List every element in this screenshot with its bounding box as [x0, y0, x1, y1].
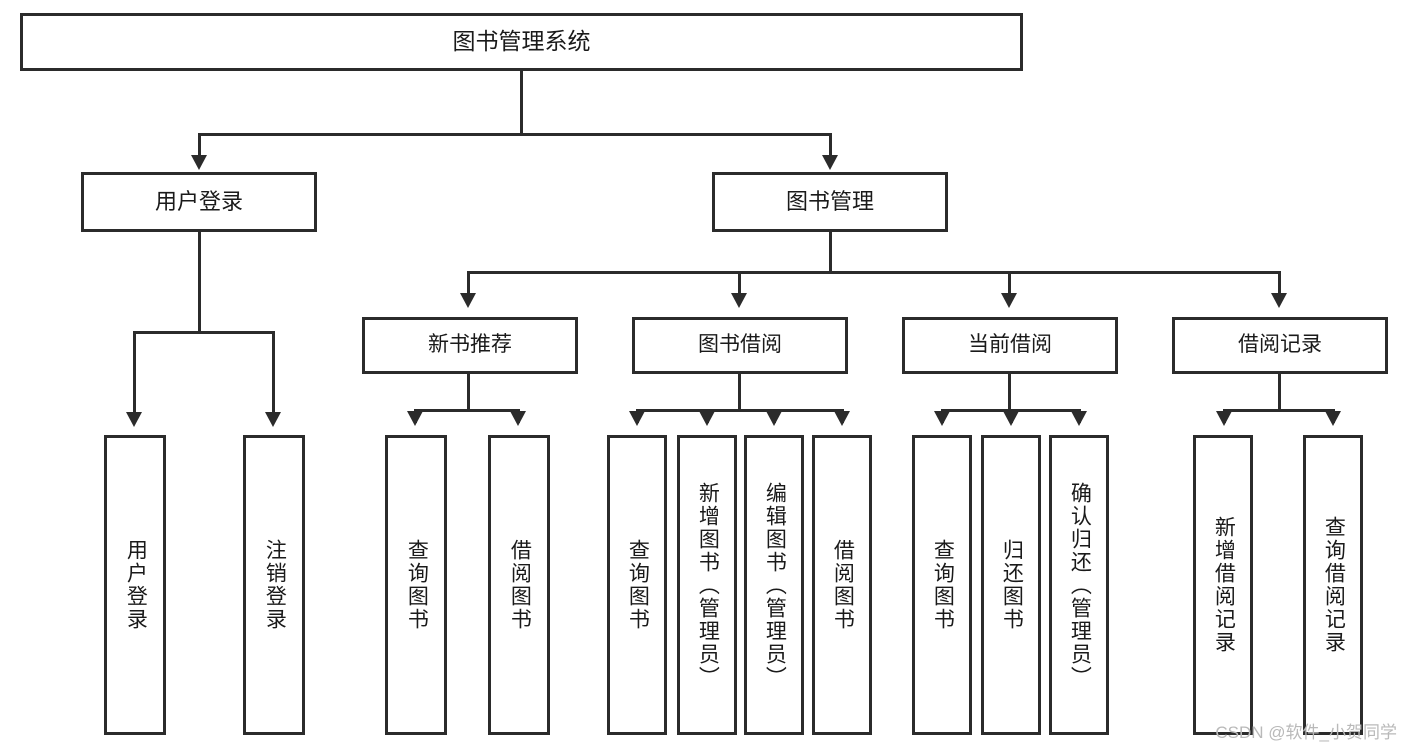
leaf-logout-label: 注销登录 — [263, 539, 287, 631]
node-root-system[interactable]: 图书管理系统 — [20, 13, 1023, 71]
edge-new-book-bus — [414, 409, 520, 412]
node-borrow-record-label: 借阅记录 — [1238, 333, 1322, 357]
edge-book-manage-leg-1 — [467, 271, 470, 296]
node-book-borrow-label: 图书借阅 — [698, 333, 782, 357]
edge-book-manage-bus — [467, 271, 1279, 274]
node-current-borrow-label: 当前借阅 — [968, 333, 1052, 357]
edge-book-manage-trunk — [829, 232, 832, 273]
edge-book-manage-leg-3 — [1008, 271, 1011, 296]
leaf-new-book-borrow[interactable]: 借阅图书 — [488, 435, 550, 735]
arrowhead-book-borrow-leaf-1 — [629, 411, 645, 426]
leaf-current-query-book[interactable]: 查询图书 — [912, 435, 972, 735]
arrowhead-book-borrow-leaf-3 — [766, 411, 782, 426]
leaf-edit-book-admin[interactable]: 编辑图书（管理员） — [744, 435, 804, 735]
leaf-logout[interactable]: 注销登录 — [243, 435, 305, 735]
leaf-borrow-query-book[interactable]: 查询图书 — [607, 435, 667, 735]
arrowhead-current-borrow-leaf-3 — [1071, 411, 1087, 426]
arrowhead-book-borrow — [731, 293, 747, 308]
edge-root-bus — [198, 133, 832, 136]
arrowhead-leaf-logout — [265, 412, 281, 427]
arrowhead-book-borrow-leaf-2 — [699, 411, 715, 426]
edge-borrow-record-trunk — [1278, 374, 1281, 411]
edge-user-login-bus — [133, 331, 275, 334]
arrowhead-current-borrow-leaf-2 — [1003, 411, 1019, 426]
node-new-book-recommend-label: 新书推荐 — [428, 333, 512, 357]
edge-root-to-book-manage — [829, 133, 832, 158]
node-book-manage-label: 图书管理 — [785, 189, 874, 215]
arrowhead-current-borrow — [1001, 293, 1017, 308]
leaf-borrow-book[interactable]: 借阅图书 — [812, 435, 872, 735]
edge-current-borrow-trunk — [1008, 374, 1011, 411]
leaf-add-book-admin-label: 新增图书（管理员） — [696, 481, 720, 689]
leaf-borrow-query-book-label: 查询图书 — [626, 539, 650, 631]
edge-root-trunk — [520, 71, 523, 135]
arrowhead-new-book-leaf-1 — [407, 411, 423, 426]
leaf-return-book-label: 归还图书 — [1000, 539, 1024, 631]
arrowhead-current-borrow-leaf-1 — [934, 411, 950, 426]
arrowhead-book-manage — [822, 155, 838, 170]
watermark: CSDN @软件_小贺同学 — [1215, 723, 1397, 742]
node-book-manage[interactable]: 图书管理 — [712, 172, 948, 232]
leaf-query-borrow-record-label: 查询借阅记录 — [1322, 516, 1346, 654]
node-user-login[interactable]: 用户登录 — [81, 172, 317, 232]
edge-book-manage-leg-2 — [738, 271, 741, 296]
node-user-login-label: 用户登录 — [154, 189, 243, 215]
leaf-query-borrow-record[interactable]: 查询借阅记录 — [1303, 435, 1363, 735]
leaf-user-login[interactable]: 用户登录 — [104, 435, 166, 735]
leaf-return-book[interactable]: 归还图书 — [981, 435, 1041, 735]
arrowhead-borrow-record — [1271, 293, 1287, 308]
arrowhead-borrow-record-leaf-1 — [1216, 411, 1232, 426]
node-current-borrow[interactable]: 当前借阅 — [902, 317, 1118, 374]
edge-root-to-user-login — [198, 133, 201, 158]
leaf-new-book-query[interactable]: 查询图书 — [385, 435, 447, 735]
leaf-user-login-label: 用户登录 — [124, 539, 148, 631]
node-new-book-recommend[interactable]: 新书推荐 — [362, 317, 578, 374]
arrowhead-borrow-record-leaf-2 — [1325, 411, 1341, 426]
edge-book-manage-leg-4 — [1278, 271, 1281, 296]
leaf-add-book-admin[interactable]: 新增图书（管理员） — [677, 435, 737, 735]
leaf-add-borrow-record-label: 新增借阅记录 — [1212, 516, 1236, 654]
leaf-confirm-return-admin[interactable]: 确认归还（管理员） — [1049, 435, 1109, 735]
edge-new-book-trunk — [467, 374, 470, 411]
arrowhead-new-book-recommend — [460, 293, 476, 308]
node-root-label: 图书管理系统 — [452, 28, 591, 55]
arrowhead-new-book-leaf-2 — [510, 411, 526, 426]
node-book-borrow[interactable]: 图书借阅 — [632, 317, 848, 374]
edge-user-login-leg-1 — [133, 331, 136, 415]
leaf-add-borrow-record[interactable]: 新增借阅记录 — [1193, 435, 1253, 735]
edge-user-login-trunk — [198, 232, 201, 333]
leaf-edit-book-admin-label: 编辑图书（管理员） — [763, 481, 787, 689]
arrowhead-user-login — [191, 155, 207, 170]
arrowhead-leaf-user-login — [126, 412, 142, 427]
leaf-current-query-book-label: 查询图书 — [931, 539, 955, 631]
edge-borrow-record-bus — [1223, 409, 1335, 412]
leaf-new-book-borrow-label: 借阅图书 — [508, 539, 532, 631]
arrowhead-book-borrow-leaf-4 — [834, 411, 850, 426]
leaf-new-book-query-label: 查询图书 — [405, 539, 429, 631]
leaf-confirm-return-admin-label: 确认归还（管理员） — [1068, 481, 1092, 689]
edge-user-login-leg-2 — [272, 331, 275, 415]
leaf-borrow-book-label: 借阅图书 — [831, 539, 855, 631]
node-borrow-record[interactable]: 借阅记录 — [1172, 317, 1388, 374]
edge-book-borrow-trunk — [738, 374, 741, 411]
edge-book-borrow-bus — [636, 409, 842, 412]
